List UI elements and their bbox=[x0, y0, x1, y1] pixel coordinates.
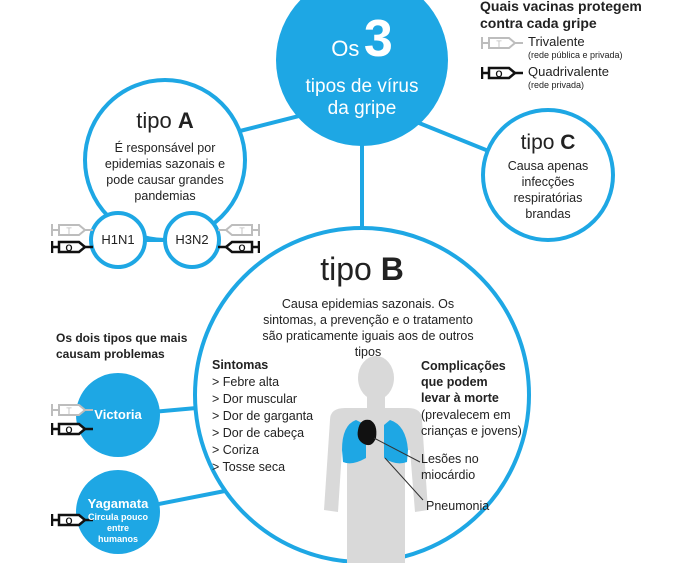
tipo-c-title: tipo C bbox=[498, 130, 598, 155]
complications-title: Complicações que podem levar à morte bbox=[421, 359, 506, 405]
quadrivalent-syringe-icon: Q bbox=[218, 240, 260, 254]
tipo-word: tipo bbox=[136, 108, 172, 133]
victoria-circle bbox=[76, 373, 160, 457]
svg-text:Q: Q bbox=[238, 243, 245, 253]
complications-note: (prevalecem em crianças e jovens) bbox=[421, 408, 522, 438]
svg-text:Q: Q bbox=[65, 425, 72, 435]
legend-quadrivalent-label: Quadrivalente bbox=[528, 64, 609, 79]
symptoms-title: Sintomas bbox=[212, 358, 269, 372]
lesions-label: Lesões no miocárdio bbox=[421, 452, 479, 482]
svg-text:T: T bbox=[66, 226, 72, 236]
tipo-a-title: tipo A bbox=[105, 108, 225, 134]
svg-text:T: T bbox=[496, 39, 502, 49]
symptom-item: > Dor de cabeça bbox=[212, 426, 305, 440]
symptom-item: > Dor muscular bbox=[212, 392, 298, 406]
yagamata-note: Circula pouco entre humanos bbox=[88, 512, 149, 544]
symptoms-list: > Febre alta > Dor muscular > Dor de gar… bbox=[212, 374, 313, 476]
h1n1-circle bbox=[89, 211, 147, 269]
main-prefix: Os bbox=[331, 36, 360, 61]
legend-quadrivalent-note: (rede privada) bbox=[528, 80, 585, 90]
tipo-a-description: É responsável por epidemias sazonais e p… bbox=[104, 141, 226, 203]
svg-text:T: T bbox=[239, 226, 245, 236]
subtype-h1n1: H1N1 bbox=[101, 232, 135, 247]
yagamata-circle bbox=[76, 470, 160, 554]
symptom-item: > Tosse seca bbox=[212, 460, 286, 474]
trivalent-syringe-icon: T bbox=[218, 224, 260, 236]
legend-trivalent-label: Trivalente bbox=[528, 34, 585, 49]
subtype-h3n2: H3N2 bbox=[175, 232, 209, 247]
tipo-b-description: Causa epidemias sazonais. Os sintomas, a… bbox=[262, 297, 474, 359]
pointer-line bbox=[384, 457, 424, 501]
tipo-c-circle bbox=[481, 108, 615, 242]
main-subtitle: tipos de vírus da gripe bbox=[290, 76, 434, 120]
tipo-word: tipo bbox=[320, 251, 372, 287]
yagamata-label: Yagamata bbox=[87, 496, 149, 511]
svg-text:T: T bbox=[66, 406, 72, 416]
main-line1: tipos de vírus bbox=[305, 76, 419, 97]
svg-text:Q: Q bbox=[495, 69, 502, 79]
quadrivalent-syringe-icon: Q bbox=[51, 513, 93, 527]
tipo-letter: A bbox=[177, 108, 194, 133]
tipo-b-title: tipo B bbox=[282, 250, 442, 288]
quadrivalent-syringe-icon: Q bbox=[51, 422, 93, 436]
pointer-line bbox=[373, 437, 421, 463]
heart-icon bbox=[357, 419, 377, 446]
trivalent-syringe-icon: T bbox=[51, 224, 93, 236]
svg-text:Q: Q bbox=[65, 243, 72, 253]
symptom-item: > Dor de garganta bbox=[212, 409, 314, 423]
tipo-letter: B bbox=[380, 251, 404, 287]
main-title: Os 3 bbox=[300, 8, 424, 70]
victoria-label: Victoria bbox=[94, 407, 142, 422]
main-circle bbox=[276, 0, 448, 146]
h3n2-circle bbox=[163, 211, 221, 269]
legend-title: Quais vacinas protegem contra cada gripe bbox=[480, 0, 642, 31]
lineages-title: Os dois tipos que mais causam problemas bbox=[56, 331, 188, 361]
symptom-item: > Coriza bbox=[212, 443, 259, 457]
symptom-item: > Febre alta bbox=[212, 375, 280, 389]
legend-trivalent-note: (rede pública e privada) bbox=[528, 50, 623, 60]
trivalent-syringe-icon: T bbox=[51, 404, 93, 416]
tipo-c-description: Causa apenas infecções respiratórias bra… bbox=[507, 159, 589, 221]
tipo-word: tipo bbox=[520, 131, 555, 154]
main-line2: da gripe bbox=[327, 98, 397, 119]
main-number: 3 bbox=[363, 10, 393, 68]
tipo-letter: C bbox=[560, 131, 576, 154]
quadrivalent-syringe-icon: Q bbox=[51, 240, 93, 254]
svg-text:Q: Q bbox=[65, 516, 72, 526]
pneumonia-label: Pneumonia bbox=[426, 499, 490, 513]
trivalent-syringe-icon: T bbox=[481, 37, 523, 49]
quadrivalent-syringe-icon: Q bbox=[481, 66, 523, 80]
